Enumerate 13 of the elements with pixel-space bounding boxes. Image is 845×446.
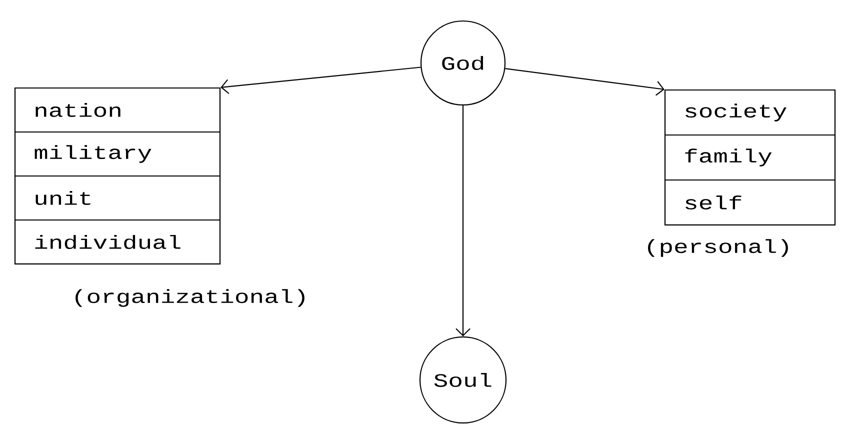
node-label: individual	[35, 234, 180, 249]
arrow	[456, 106, 470, 336]
circle-node: God	[420, 20, 506, 106]
arrow	[220, 66, 421, 94]
node-label: (organizational)	[76, 289, 304, 307]
arrow	[505, 68, 664, 96]
node-label: military	[34, 145, 152, 163]
stacked-box: nation military unit individual	[14, 87, 221, 265]
node-label: unit	[36, 191, 90, 205]
stacked-box: society family self	[664, 89, 836, 226]
circle-node: Soul	[419, 336, 507, 424]
node-label: nation	[36, 103, 120, 117]
node-label: (personal)	[648, 239, 788, 257]
